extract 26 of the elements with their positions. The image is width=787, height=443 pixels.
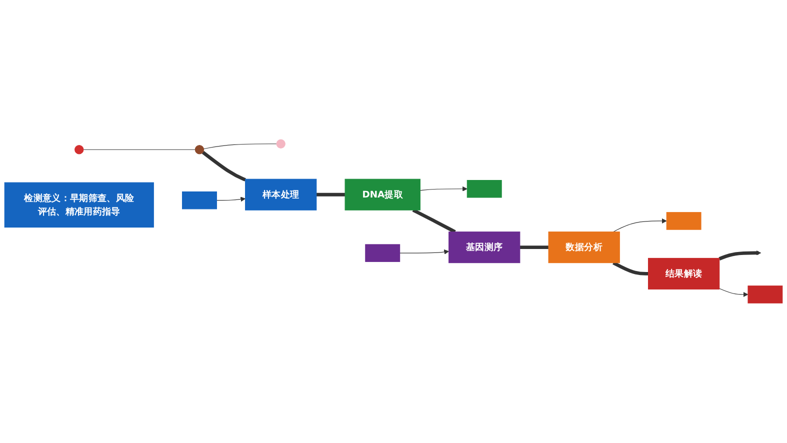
node-circle — [194, 145, 204, 154]
connector — [412, 208, 456, 234]
node-box — [666, 212, 702, 230]
arrow — [718, 250, 762, 261]
node-box: DNA提取 — [344, 179, 420, 211]
arrow — [216, 196, 246, 202]
node-box — [365, 244, 400, 262]
arrow — [400, 250, 450, 255]
arrow — [613, 218, 667, 232]
node-box: 检测意义：早期筛查、风险评估、精准用药指导 — [4, 182, 154, 228]
node-box: 基因测序 — [448, 232, 520, 264]
node-box: 数据分析 — [548, 232, 620, 264]
connector — [203, 144, 277, 150]
arrow — [719, 288, 748, 298]
connector — [202, 151, 246, 182]
node-box — [748, 286, 783, 304]
arrow — [420, 186, 468, 192]
node-circle — [74, 145, 84, 154]
node-box: 样本处理 — [245, 179, 317, 211]
connector — [520, 246, 549, 250]
node-circle — [276, 139, 286, 149]
connector — [612, 261, 648, 276]
node-box: 结果解读 — [648, 258, 720, 290]
connector — [316, 193, 346, 196]
node-box — [182, 192, 217, 210]
node-box — [466, 180, 502, 198]
